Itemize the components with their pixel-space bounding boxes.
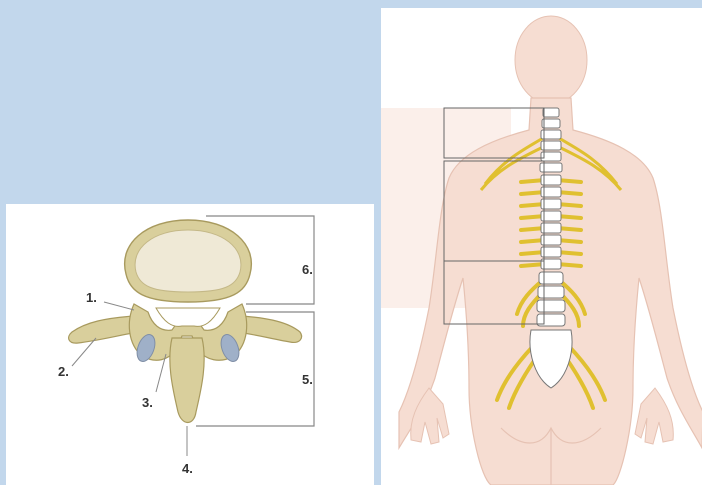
- label-4: 4.: [182, 461, 193, 476]
- vertebra-illustration: 1. 2. 3. 4. 5. 6.: [6, 204, 374, 485]
- vertebral-body-surface: [135, 230, 241, 292]
- back-illustration: [381, 8, 702, 485]
- label-6: 6.: [302, 262, 313, 277]
- vertebra-panel: 1. 2. 3. 4. 5. 6.: [6, 204, 374, 485]
- label-1: 1.: [86, 290, 97, 305]
- label-3: 3.: [142, 395, 153, 410]
- right-hand: [635, 388, 673, 444]
- back-anatomy-panel: [381, 8, 702, 485]
- label-5: 5.: [302, 372, 313, 387]
- vertebral-foramen: [156, 308, 220, 326]
- pointer-1: [104, 302, 134, 310]
- left-transverse-process: [69, 316, 138, 343]
- head: [515, 16, 587, 104]
- label-2: 2.: [58, 364, 69, 379]
- spinous-process: [170, 338, 204, 423]
